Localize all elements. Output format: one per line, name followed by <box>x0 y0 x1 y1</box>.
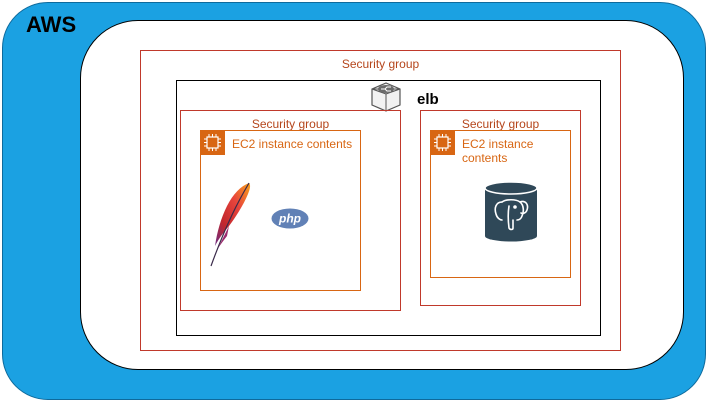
postgresql-elephant-icon <box>482 180 540 242</box>
security-group-outer[interactable] <box>140 50 621 351</box>
load-balancer-icon[interactable] <box>368 80 404 114</box>
security-group-left-label: Security group <box>251 117 330 131</box>
ec2-instance-left[interactable] <box>200 130 361 291</box>
ec2-instance-icon <box>430 130 455 155</box>
security-group-right[interactable] <box>420 110 581 306</box>
security-group-outer-label: Security group <box>341 57 420 71</box>
php-logo-text: php <box>278 212 301 226</box>
ec2-instance-icon <box>200 130 225 155</box>
elb-container[interactable] <box>176 80 601 336</box>
php-logo-icon: php <box>271 208 309 229</box>
elb-label: elb <box>417 91 439 108</box>
ec2-instance-right-label: EC2 instance contents <box>462 137 534 165</box>
apache-feather-icon <box>205 180 255 270</box>
security-group-left[interactable] <box>180 110 401 311</box>
security-group-right-label: Security group <box>461 117 540 131</box>
ec2-instance-left-label: EC2 instance contents <box>232 137 353 151</box>
ec2-instance-right[interactable] <box>430 130 571 278</box>
aws-label: AWS <box>26 12 77 37</box>
